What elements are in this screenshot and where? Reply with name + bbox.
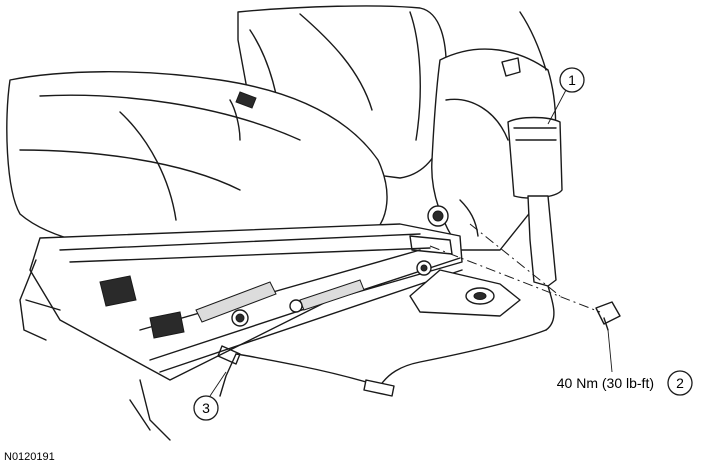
callout-3-leader <box>209 371 227 397</box>
anchor-bracket <box>409 269 521 317</box>
callout-1-leader <box>547 89 567 125</box>
seat-belt-buckle <box>507 116 563 331</box>
anchor-bolt <box>595 301 621 331</box>
seat-track-frame <box>19 223 463 441</box>
figure-id: N0120191 <box>4 451 55 463</box>
callout-2-leader <box>607 329 613 373</box>
callout-2: 40 Nm (30 lb-ft) 2 <box>557 370 693 396</box>
buckle-wiring-harness <box>217 329 547 397</box>
callout-3-label: 3 <box>202 400 210 416</box>
torque-spec-label: 40 Nm (30 lb-ft) <box>557 375 654 391</box>
callout-1-label: 1 <box>568 72 576 88</box>
callout-1: 1 <box>559 67 585 93</box>
callout-3: 3 <box>193 395 219 421</box>
seat-side-shield <box>431 11 557 251</box>
seat-mechanism <box>99 91 479 339</box>
callout-2-label: 2 <box>676 375 684 391</box>
